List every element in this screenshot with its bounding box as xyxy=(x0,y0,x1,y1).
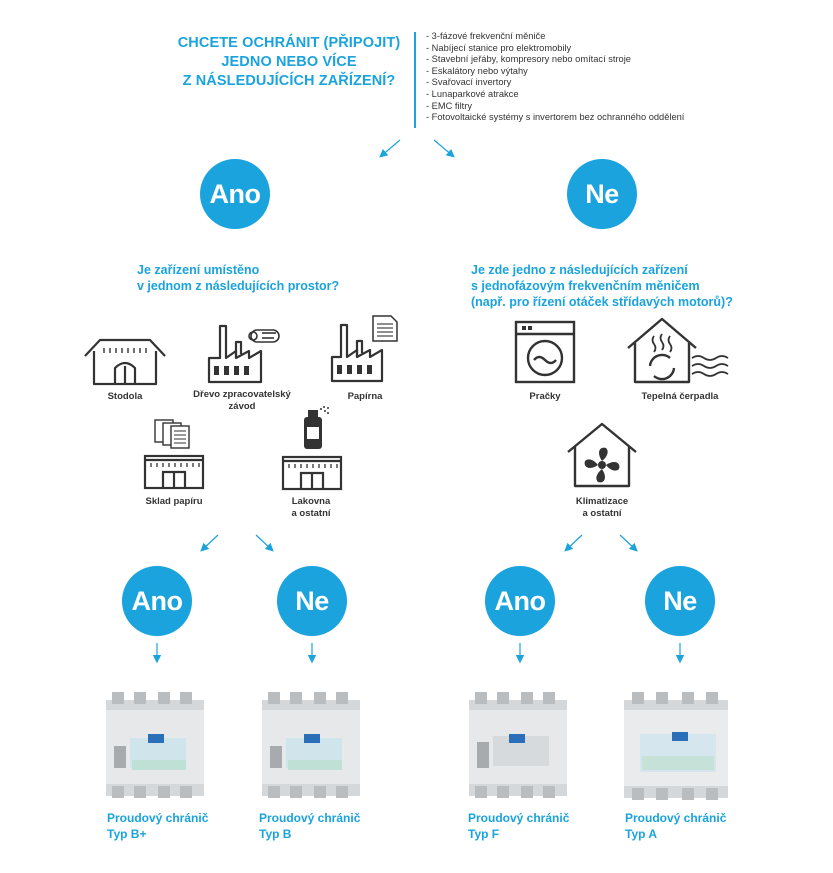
factory-paper-icon xyxy=(329,315,399,383)
answer-no-label: Ne xyxy=(585,179,619,210)
factory-wood-icon xyxy=(206,322,284,384)
label-lakovna-line: a ostatní xyxy=(276,508,346,520)
washing-machine-icon xyxy=(514,320,576,384)
answer-no-label: Ne xyxy=(295,586,329,617)
paper-warehouse-icon xyxy=(143,418,207,490)
label-klimatizace-line: a ostatní xyxy=(567,508,637,520)
arrow-left-yes xyxy=(202,535,218,550)
rcd-device-b-image xyxy=(256,690,366,800)
rcd-device-b-plus-image xyxy=(100,690,210,800)
product-label-type: Typ F xyxy=(468,826,569,842)
label-stodola: Stodola xyxy=(90,391,160,403)
label-klimatizace: Klimatizace a ostatní xyxy=(567,496,637,520)
air-conditioning-icon xyxy=(566,422,638,488)
label-drevo-line: Dřevo zpracovatelský xyxy=(186,389,298,401)
rcd-device-a-image xyxy=(620,690,732,802)
label-sklad: Sklad papíru xyxy=(136,496,212,508)
arrow-to-no xyxy=(434,140,453,156)
question-right-line: (např. pro řízení otáček střídavých moto… xyxy=(471,294,733,310)
product-label-line: Proudový chránič xyxy=(468,810,569,826)
question-left: Je zařízení umístěno v jednom z následuj… xyxy=(137,262,339,294)
product-label-type: Typ B xyxy=(259,826,360,842)
arrow-to-yes xyxy=(381,140,400,156)
answer-no-circle: Ne xyxy=(277,566,347,636)
answer-yes-label: Ano xyxy=(210,179,261,210)
arrow-left-no xyxy=(256,535,272,550)
product-label: Proudový chránič Typ B xyxy=(259,810,360,842)
label-lakovna: Lakovna a ostatní xyxy=(276,496,346,520)
product-label: Proudový chránič Typ A xyxy=(625,810,726,842)
heat-pump-icon xyxy=(626,316,730,386)
question-right: Je zde jedno z následujících zařízení s … xyxy=(471,262,733,310)
label-lakovna-line: Lakovna xyxy=(276,496,346,508)
paint-shop-icon xyxy=(281,405,343,491)
arrow-right-yes xyxy=(566,535,582,550)
product-label-line: Proudový chránič xyxy=(107,810,208,826)
question-right-line: Je zde jedno z následujících zařízení xyxy=(471,262,733,278)
answer-yes-label: Ano xyxy=(495,586,546,617)
label-klimatizace-line: Klimatizace xyxy=(567,496,637,508)
product-label-line: Proudový chránič xyxy=(625,810,726,826)
answer-yes-circle: Ano xyxy=(122,566,192,636)
product-label-line: Proudový chránič xyxy=(259,810,360,826)
product-label: Proudový chránič Typ B+ xyxy=(107,810,208,842)
answer-no-circle: Ne xyxy=(567,159,637,229)
answer-yes-circle: Ano xyxy=(200,159,270,229)
label-cerpadla: Tepelná čerpadla xyxy=(630,391,730,403)
label-papirna: Papírna xyxy=(330,391,400,403)
barn-icon xyxy=(82,336,168,388)
rcd-device-f-image xyxy=(463,690,573,800)
product-label-type: Typ B+ xyxy=(107,826,208,842)
arrow-right-no xyxy=(620,535,636,550)
product-label: Proudový chránič Typ F xyxy=(468,810,569,842)
answer-yes-circle: Ano xyxy=(485,566,555,636)
question-left-line: v jednom z následujících prostor? xyxy=(137,278,339,294)
question-right-line: s jednofázovým frekvenčním měničem xyxy=(471,278,733,294)
answer-no-label: Ne xyxy=(663,586,697,617)
label-pracky: Pračky xyxy=(510,391,580,403)
product-label-type: Typ A xyxy=(625,826,726,842)
answer-no-circle: Ne xyxy=(645,566,715,636)
answer-yes-label: Ano xyxy=(132,586,183,617)
question-left-line: Je zařízení umístěno xyxy=(137,262,339,278)
